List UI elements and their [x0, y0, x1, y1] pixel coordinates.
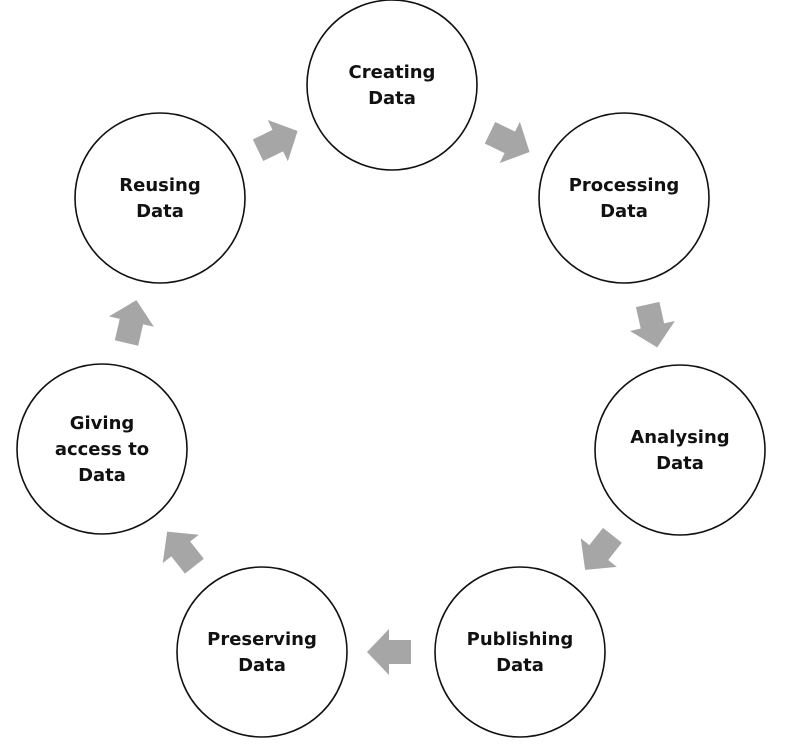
node-circle	[594, 364, 766, 536]
arrow-creating-to-processing-icon	[484, 121, 530, 164]
node-label-line: Preserving	[207, 629, 317, 650]
node-circle	[74, 112, 246, 284]
node-label-line: Analysing	[630, 427, 729, 448]
node-circle	[434, 566, 606, 738]
node-circle	[16, 363, 188, 535]
node-label-line: Creating	[349, 62, 436, 83]
node-circle	[538, 112, 710, 284]
node-label-line: Giving	[70, 413, 135, 434]
node-label-line: Data	[600, 201, 648, 222]
nodes-layer: CreatingDataProcessingDataAnalysingDataP…	[16, 0, 766, 738]
node-circle	[176, 566, 348, 738]
arrow-publishing-to-preserving-icon	[367, 629, 411, 675]
node-label-line: Data	[496, 655, 544, 676]
arrow-processing-to-analysing-icon	[629, 301, 675, 348]
node-label-line: Data	[136, 201, 184, 222]
arrows-layer	[109, 119, 675, 675]
node-giving-access: Giving access to Data	[16, 363, 188, 535]
node-label-line: Publishing	[467, 629, 574, 650]
node-label-line: Data	[656, 453, 704, 474]
arrow-reusing-to-creating-icon	[252, 119, 298, 162]
arrow-analysing-to-publishing-icon	[580, 527, 622, 570]
node-label-line: Data	[78, 465, 126, 486]
node-label-line: Processing	[569, 175, 680, 196]
node-label-line: access to	[55, 439, 149, 460]
node-label-line: Data	[238, 655, 286, 676]
node-circle	[306, 0, 478, 171]
node-label-line: Data	[368, 88, 416, 109]
arrow-preserving-to-giving-access-icon	[162, 531, 204, 574]
arrow-giving-access-to-reusing-icon	[109, 300, 154, 346]
node-label-line: Reusing	[119, 175, 200, 196]
